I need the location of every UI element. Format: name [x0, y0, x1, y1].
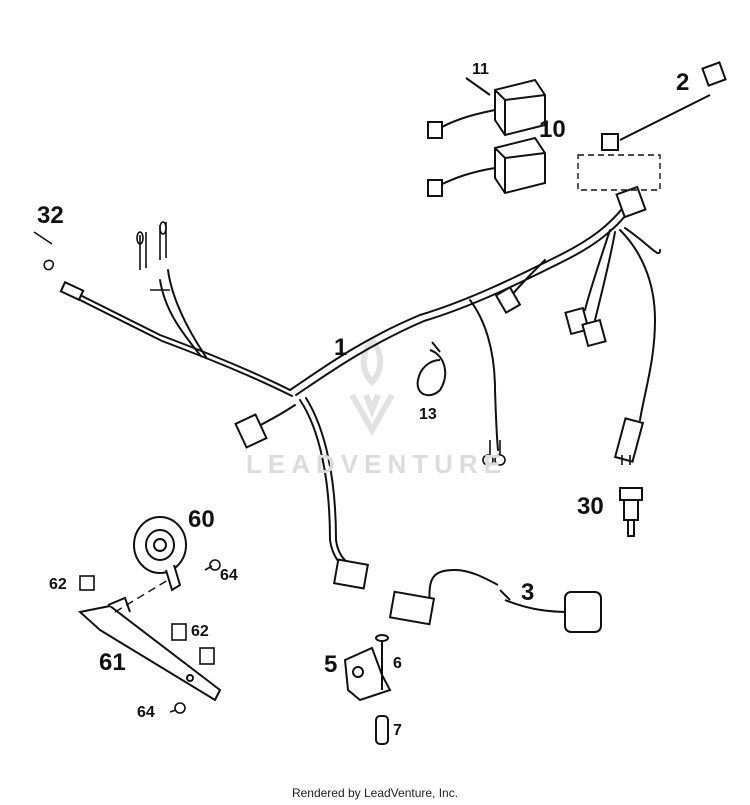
bolts-64: [169, 559, 221, 714]
callout-30: 30: [577, 493, 604, 520]
ring-terminals: [482, 440, 631, 466]
pressure-switch-30: [619, 487, 643, 537]
harness-connectors: [59, 185, 647, 590]
callout-6: 6: [393, 655, 402, 672]
callout-11: 11: [472, 61, 489, 78]
callout-64-b: 64: [137, 704, 155, 721]
callout-62-b: 62: [191, 623, 209, 640]
clips-62: [79, 575, 215, 665]
callout-60: 60: [188, 506, 215, 533]
callout-13: 13: [419, 406, 437, 423]
callout-61: 61: [99, 649, 126, 676]
sensor-2: [577, 61, 727, 191]
watermark-logo: [349, 338, 395, 437]
watermark-text: LEADVENTURE: [246, 449, 508, 479]
relays: [427, 77, 546, 197]
callout-62-a: 62: [49, 576, 67, 593]
handlebar-switch-3: [388, 568, 602, 633]
bracket-61: [77, 579, 222, 702]
callout-10: 10: [539, 116, 566, 143]
callout-64-a: 64: [220, 567, 238, 584]
horn-60: [133, 516, 187, 592]
cable-tie: [416, 341, 447, 397]
callout-5: 5: [324, 651, 338, 678]
callout-3: 3: [521, 579, 535, 606]
callout-1: 1: [334, 334, 348, 361]
wiring-harness: [69, 204, 661, 569]
footer-credit: Rendered by LeadVenture, Inc.: [291, 786, 459, 800]
mount-parts: [343, 634, 392, 745]
callout-32: 32: [37, 202, 64, 229]
callout-7: 7: [393, 722, 402, 739]
callout-2: 2: [676, 69, 690, 96]
bullet-terminals: [33, 221, 170, 291]
